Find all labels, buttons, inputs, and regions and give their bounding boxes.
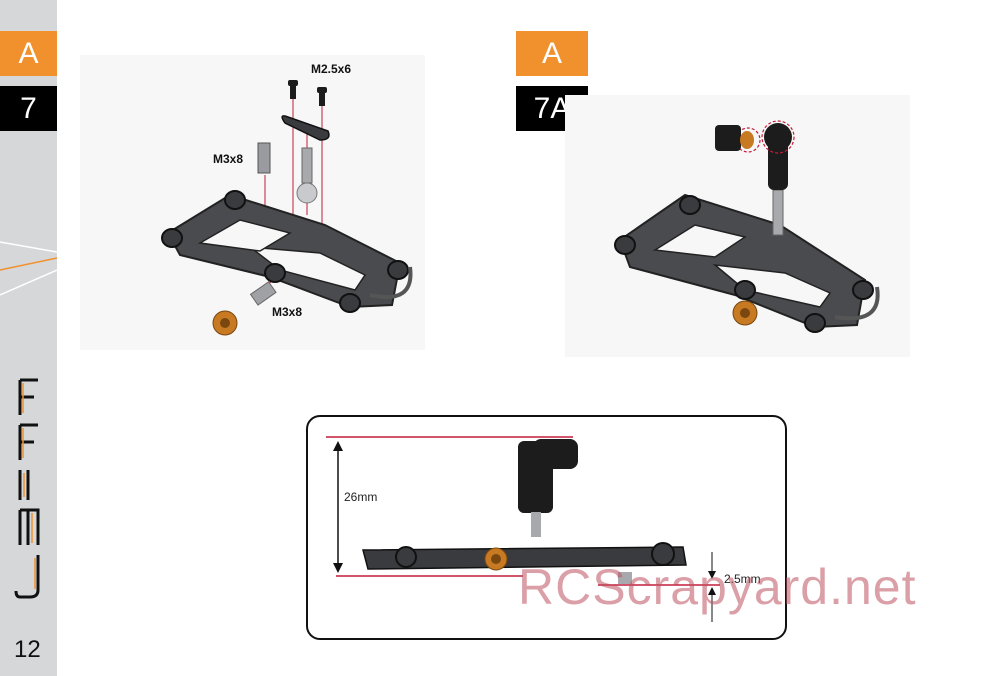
- callout-pin-m3x8: M3x8: [213, 152, 244, 166]
- measurement-detail-box: 26mm 2.5mm: [306, 415, 787, 640]
- step-7-assembly-illustration: [80, 55, 425, 350]
- callout-screw-m2-5x6: M2.5x6: [311, 62, 352, 76]
- section-tab-a: A: [0, 31, 57, 76]
- section-tab-a-2: A: [516, 31, 588, 76]
- dimension-26mm: 26mm: [344, 490, 378, 504]
- swift-logo: [14, 378, 40, 599]
- sidebar-stripe-graphic: [0, 241, 57, 296]
- callout-pin-m3x8-bottom: M3x8: [272, 305, 303, 319]
- dimension-2-5mm: 2.5mm: [724, 572, 761, 586]
- step-tab-7: 7: [0, 86, 57, 131]
- measurement-detail-illustration: [326, 436, 720, 622]
- step-7a-assembly-illustration: [565, 95, 910, 357]
- page-number: 12: [14, 636, 41, 663]
- watermark-text: RCScrapyard.net: [518, 559, 917, 615]
